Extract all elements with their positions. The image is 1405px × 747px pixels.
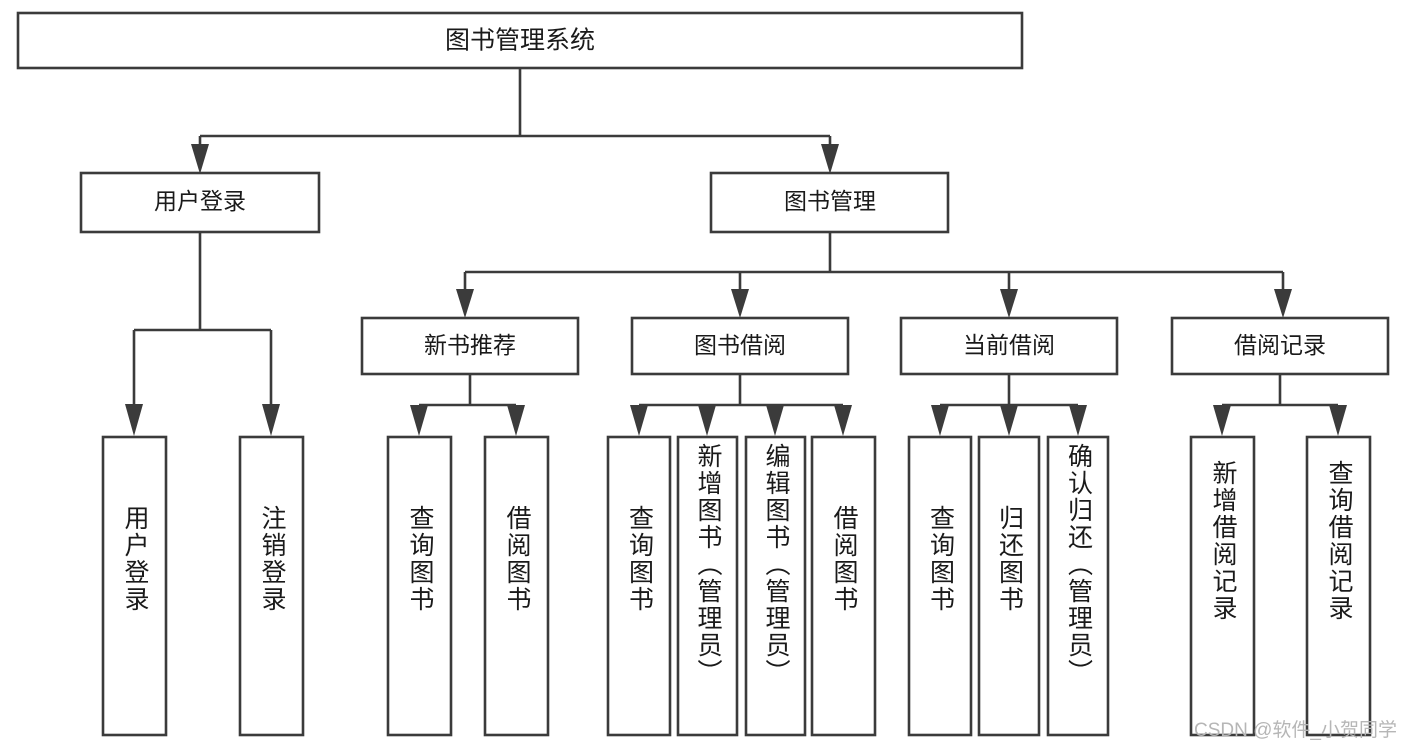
leaf-box-confirm-return[interactable]	[1046, 435, 1110, 737]
arrow-leaf-borrow-book-a	[507, 405, 525, 436]
arrow-to-new-book	[456, 289, 474, 318]
arrow-leaf-user-login	[125, 404, 143, 436]
leaf-box-add-book[interactable]	[676, 435, 739, 737]
node-book-borrow-box	[630, 316, 850, 376]
node-borrow-record-box	[1170, 316, 1390, 376]
node-book-borrow-label: 图书借阅	[694, 332, 786, 358]
watermark-text: CSDN @软件_小贺同学	[1194, 720, 1397, 741]
arrow-leaf-query-record	[1329, 405, 1347, 436]
arrow-leaf-query-book-c	[931, 405, 949, 436]
node-root-label: 图书管理系统	[445, 27, 595, 55]
node-root-system[interactable]: 图书管理系统	[16, 11, 1024, 70]
arrow-leaf-add-record	[1213, 405, 1231, 436]
node-current-borrow-label: 当前借阅	[963, 332, 1055, 358]
leaf-box-query-record[interactable]	[1305, 435, 1372, 737]
arrow-to-borrow	[731, 289, 749, 318]
arrow-leaf-edit-book	[766, 405, 784, 436]
arrow-leaf-borrow-book-b	[834, 405, 852, 436]
node-book-management-label: 图书管理	[784, 188, 876, 214]
leaf-box-edit-book[interactable]	[744, 435, 807, 737]
leaf-box-logout[interactable]	[238, 435, 305, 737]
node-current-borrow[interactable]: 当前借阅	[899, 316, 1119, 376]
arrow-to-user-login	[191, 144, 209, 174]
arrow-leaf-query-book-b	[630, 405, 648, 436]
node-new-book-recommend-box	[360, 316, 580, 376]
node-borrow-record-label: 借阅记录	[1234, 332, 1326, 358]
arrow-leaf-query-book-a	[410, 405, 428, 436]
leaf-box-return-book[interactable]	[977, 435, 1041, 737]
arrow-to-borrow-record	[1274, 289, 1292, 318]
leaf-box-query-book-c[interactable]	[907, 435, 973, 737]
node-user-login-label: 用户登录	[154, 188, 246, 214]
leaf-box-layer	[101, 435, 1372, 737]
leaf-box-add-record[interactable]	[1189, 435, 1256, 737]
node-new-book-recommend[interactable]: 新书推荐	[360, 316, 580, 376]
leaf-box-borrow-book-b[interactable]	[810, 435, 877, 737]
node-current-borrow-box	[899, 316, 1119, 376]
node-root-box	[16, 11, 1024, 70]
node-book-management-box	[709, 171, 950, 234]
node-book-borrow[interactable]: 图书借阅	[630, 316, 850, 376]
arrow-leaf-confirm-return	[1069, 405, 1087, 436]
node-user-login[interactable]: 用户登录	[79, 171, 321, 234]
node-user-login-box	[79, 171, 321, 234]
arrow-leaf-add-book	[698, 405, 716, 436]
leaf-box-query-book-b[interactable]	[606, 435, 672, 737]
node-new-book-recommend-label: 新书推荐	[424, 332, 516, 358]
arrow-to-book-mgmt	[821, 144, 839, 174]
leaf-box-query-book-a[interactable]	[386, 435, 453, 737]
leaf-box-borrow-book-a[interactable]	[483, 435, 550, 737]
node-book-management[interactable]: 图书管理	[709, 171, 950, 234]
arrow-leaf-return-book	[1000, 405, 1018, 436]
leaf-box-user-login[interactable]	[101, 435, 168, 737]
node-borrow-record[interactable]: 借阅记录	[1170, 316, 1390, 376]
arrow-to-current-borrow	[1000, 289, 1018, 318]
arrow-leaf-logout	[262, 404, 280, 436]
connector-layer	[125, 68, 1347, 436]
